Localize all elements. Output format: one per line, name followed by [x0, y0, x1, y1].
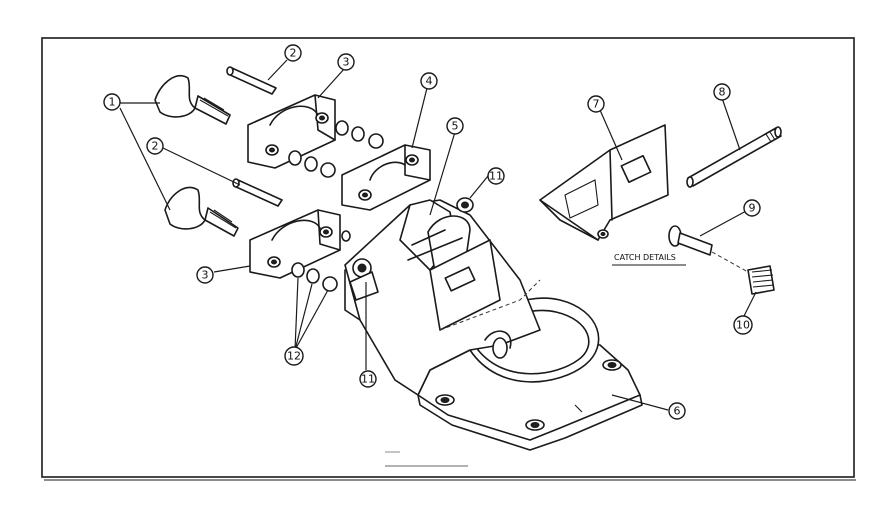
catch-rod: [686, 126, 782, 188]
callout-8: 8: [713, 83, 731, 101]
callout-9: 9: [743, 199, 761, 217]
callout-2b: 2: [146, 137, 164, 155]
svg-text:10: 10: [736, 319, 750, 332]
callout-3b: 3: [196, 266, 214, 284]
svg-text:11: 11: [489, 170, 503, 183]
callout-2a: 2: [284, 44, 302, 62]
catch-details-caption: CATCH DETAILS: [614, 253, 676, 262]
svg-text:6: 6: [674, 405, 681, 418]
callout-5: 5: [446, 117, 464, 135]
callout-6: 6: [668, 402, 686, 420]
svg-text:12: 12: [287, 350, 301, 363]
svg-text:9: 9: [749, 202, 756, 215]
catch-spring: [711, 251, 775, 295]
nuts-and-washers: [288, 120, 384, 292]
callout-11a: 11: [487, 167, 505, 185]
svg-text:1: 1: [109, 96, 116, 109]
svg-text:5: 5: [452, 120, 459, 133]
svg-text:4: 4: [426, 75, 433, 88]
callout-12: 12: [284, 346, 304, 366]
clamp-block-lower: [249, 209, 341, 279]
pivot-arm: [344, 197, 541, 396]
svg-text:3: 3: [202, 269, 209, 282]
callout-1: 1: [103, 93, 121, 111]
pins: [226, 66, 283, 207]
clamp-block-upper-left: [247, 94, 336, 169]
callout-10: 10: [733, 315, 753, 335]
svg-text:2: 2: [290, 47, 297, 60]
svg-text:7: 7: [593, 98, 600, 111]
clamp-block-upper-right: [341, 144, 431, 211]
svg-text:8: 8: [719, 86, 726, 99]
leader-lines: [119, 59, 757, 411]
catch-plunger: [668, 225, 713, 256]
svg-text:3: 3: [343, 56, 350, 69]
callout-7: 7: [587, 95, 605, 113]
callout-3a: 3: [337, 53, 355, 71]
knob-bolts: [154, 75, 239, 237]
callout-4: 4: [420, 72, 438, 90]
diagram-frame: [41, 37, 855, 478]
svg-text:11: 11: [361, 373, 375, 386]
callout-11b: 11: [359, 370, 377, 388]
svg-text:2: 2: [152, 140, 159, 153]
catch-plate-detail: [539, 124, 669, 241]
